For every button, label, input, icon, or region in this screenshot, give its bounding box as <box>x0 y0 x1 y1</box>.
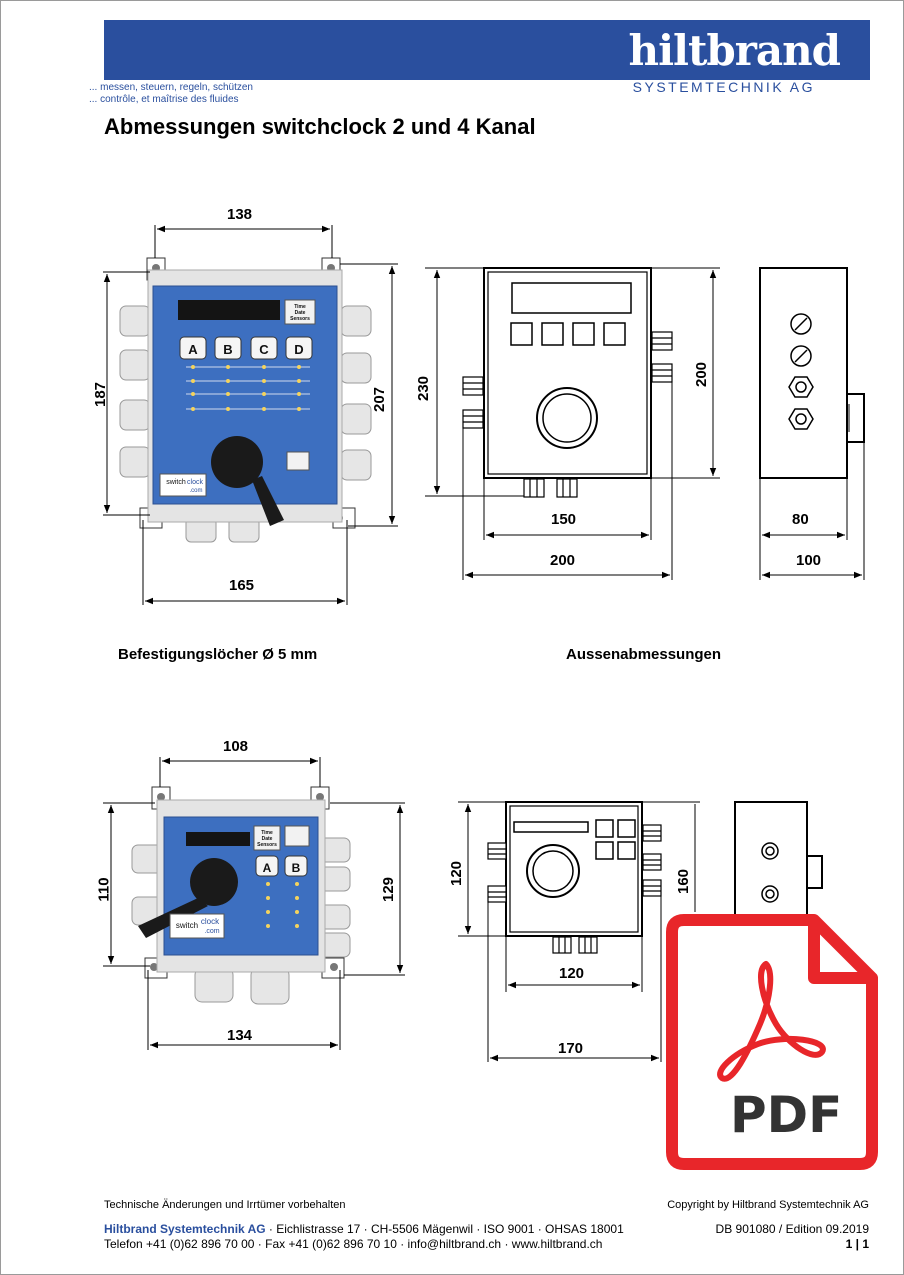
pdf-file-icon[interactable] <box>664 912 880 1172</box>
footer-company: Hiltbrand Systemtechnik AG <box>104 1222 266 1236</box>
pdf-label: PDF <box>730 1086 843 1144</box>
device-4ch-mode-label: Time <box>294 304 306 310</box>
dim-4ch-front-height: 200 <box>693 361 711 388</box>
front-view-4ch <box>462 267 673 498</box>
device-4ch-logo-clock: clock <box>187 479 203 486</box>
caption-outer-dimensions: Aussenabmessungen <box>566 646 722 663</box>
device-4ch-photo <box>119 257 372 543</box>
dim-4ch-outer-width: 165 <box>229 577 255 594</box>
page-title: Abmessungen switchclock 2 und 4 Kanal <box>104 114 536 139</box>
device-2ch-button-a: A <box>263 861 272 875</box>
footer-disclaimer: Technische Änderungen und Irrtümer vorbe… <box>104 1199 346 1211</box>
dim-4ch-hole-height: 187 <box>92 381 110 408</box>
device-2ch-logo-clock: clock <box>201 917 220 926</box>
device-4ch-button-c: C <box>259 342 269 357</box>
front-view-2ch <box>487 801 662 954</box>
device-4ch-button-b: B <box>223 342 232 357</box>
device-2ch-logo-com: .com <box>204 928 219 935</box>
device-2ch-button-b: B <box>292 861 301 875</box>
device-2ch-mode-label: Date <box>262 836 273 842</box>
footer-address-line: Hiltbrand Systemtechnik AG · Eichlistras… <box>104 1222 624 1236</box>
device-4ch-button-d: D <box>294 342 303 357</box>
side-view-4ch <box>759 267 865 479</box>
dim-4ch-side-depth: 80 <box>792 511 809 528</box>
dim-2ch-front-height: 120 <box>448 860 466 887</box>
slogan-german: ... messen, steuern, regeln, schützen <box>89 82 253 93</box>
header-band <box>104 20 870 80</box>
slogan-french: ... contrôle, et maîtrise des fluides <box>89 94 239 105</box>
footer-page-number: 1 | 1 <box>845 1237 869 1251</box>
dim-4ch-front-height-total: 230 <box>415 375 433 402</box>
device-2ch-mode-label: Sensors <box>257 842 277 848</box>
device-2ch-logo-switch: switch <box>176 921 198 930</box>
device-2ch-photo <box>131 786 351 1005</box>
device-4ch-mode-label: Sensors <box>290 316 310 322</box>
dim-2ch-outer-height: 129 <box>380 876 398 903</box>
dim-2ch-hole-height: 110 <box>95 877 113 902</box>
dim-2ch-outer-width: 134 <box>227 1027 253 1044</box>
dim-4ch-hole-width: 138 <box>227 206 253 223</box>
footer-copyright: Copyright by Hiltbrand Systemtechnik AG <box>667 1199 869 1211</box>
company-logo: hiltbrand <box>628 26 841 75</box>
side-view-2ch <box>734 801 823 923</box>
device-2ch-mode-label: Time <box>261 830 273 836</box>
footer-address: · Eichlistrasse 17 · CH-5506 Mägenwil · … <box>265 1222 624 1236</box>
dim-4ch-front-width: 150 <box>551 511 577 528</box>
caption-mounting-holes: Befestigungslöcher Ø 5 mm <box>118 646 318 663</box>
device-4ch-mode-label: Date <box>295 310 306 316</box>
company-logo-subtitle: SYSTEMTECHNIK AG <box>632 79 815 95</box>
dim-4ch-side-depth-total: 100 <box>796 552 822 569</box>
footer-doc-id: DB 901080 / Edition 09.2019 <box>715 1222 869 1236</box>
footer-contact: Telefon +41 (0)62 896 70 00 · Fax +41 (0… <box>104 1237 603 1251</box>
dim-2ch-side-height: 160 <box>675 868 693 895</box>
device-4ch-button-a: A <box>188 342 198 357</box>
device-4ch-logo-com: .com <box>189 488 202 494</box>
device-4ch-logo-switch: switch <box>166 479 186 486</box>
dim-2ch-front-width: 120 <box>559 965 585 982</box>
dim-2ch-front-width-total: 170 <box>558 1040 584 1057</box>
dim-4ch-front-width-total: 200 <box>550 552 576 569</box>
dim-4ch-outer-height: 207 <box>371 386 389 413</box>
dim-2ch-hole-width: 108 <box>223 738 249 755</box>
